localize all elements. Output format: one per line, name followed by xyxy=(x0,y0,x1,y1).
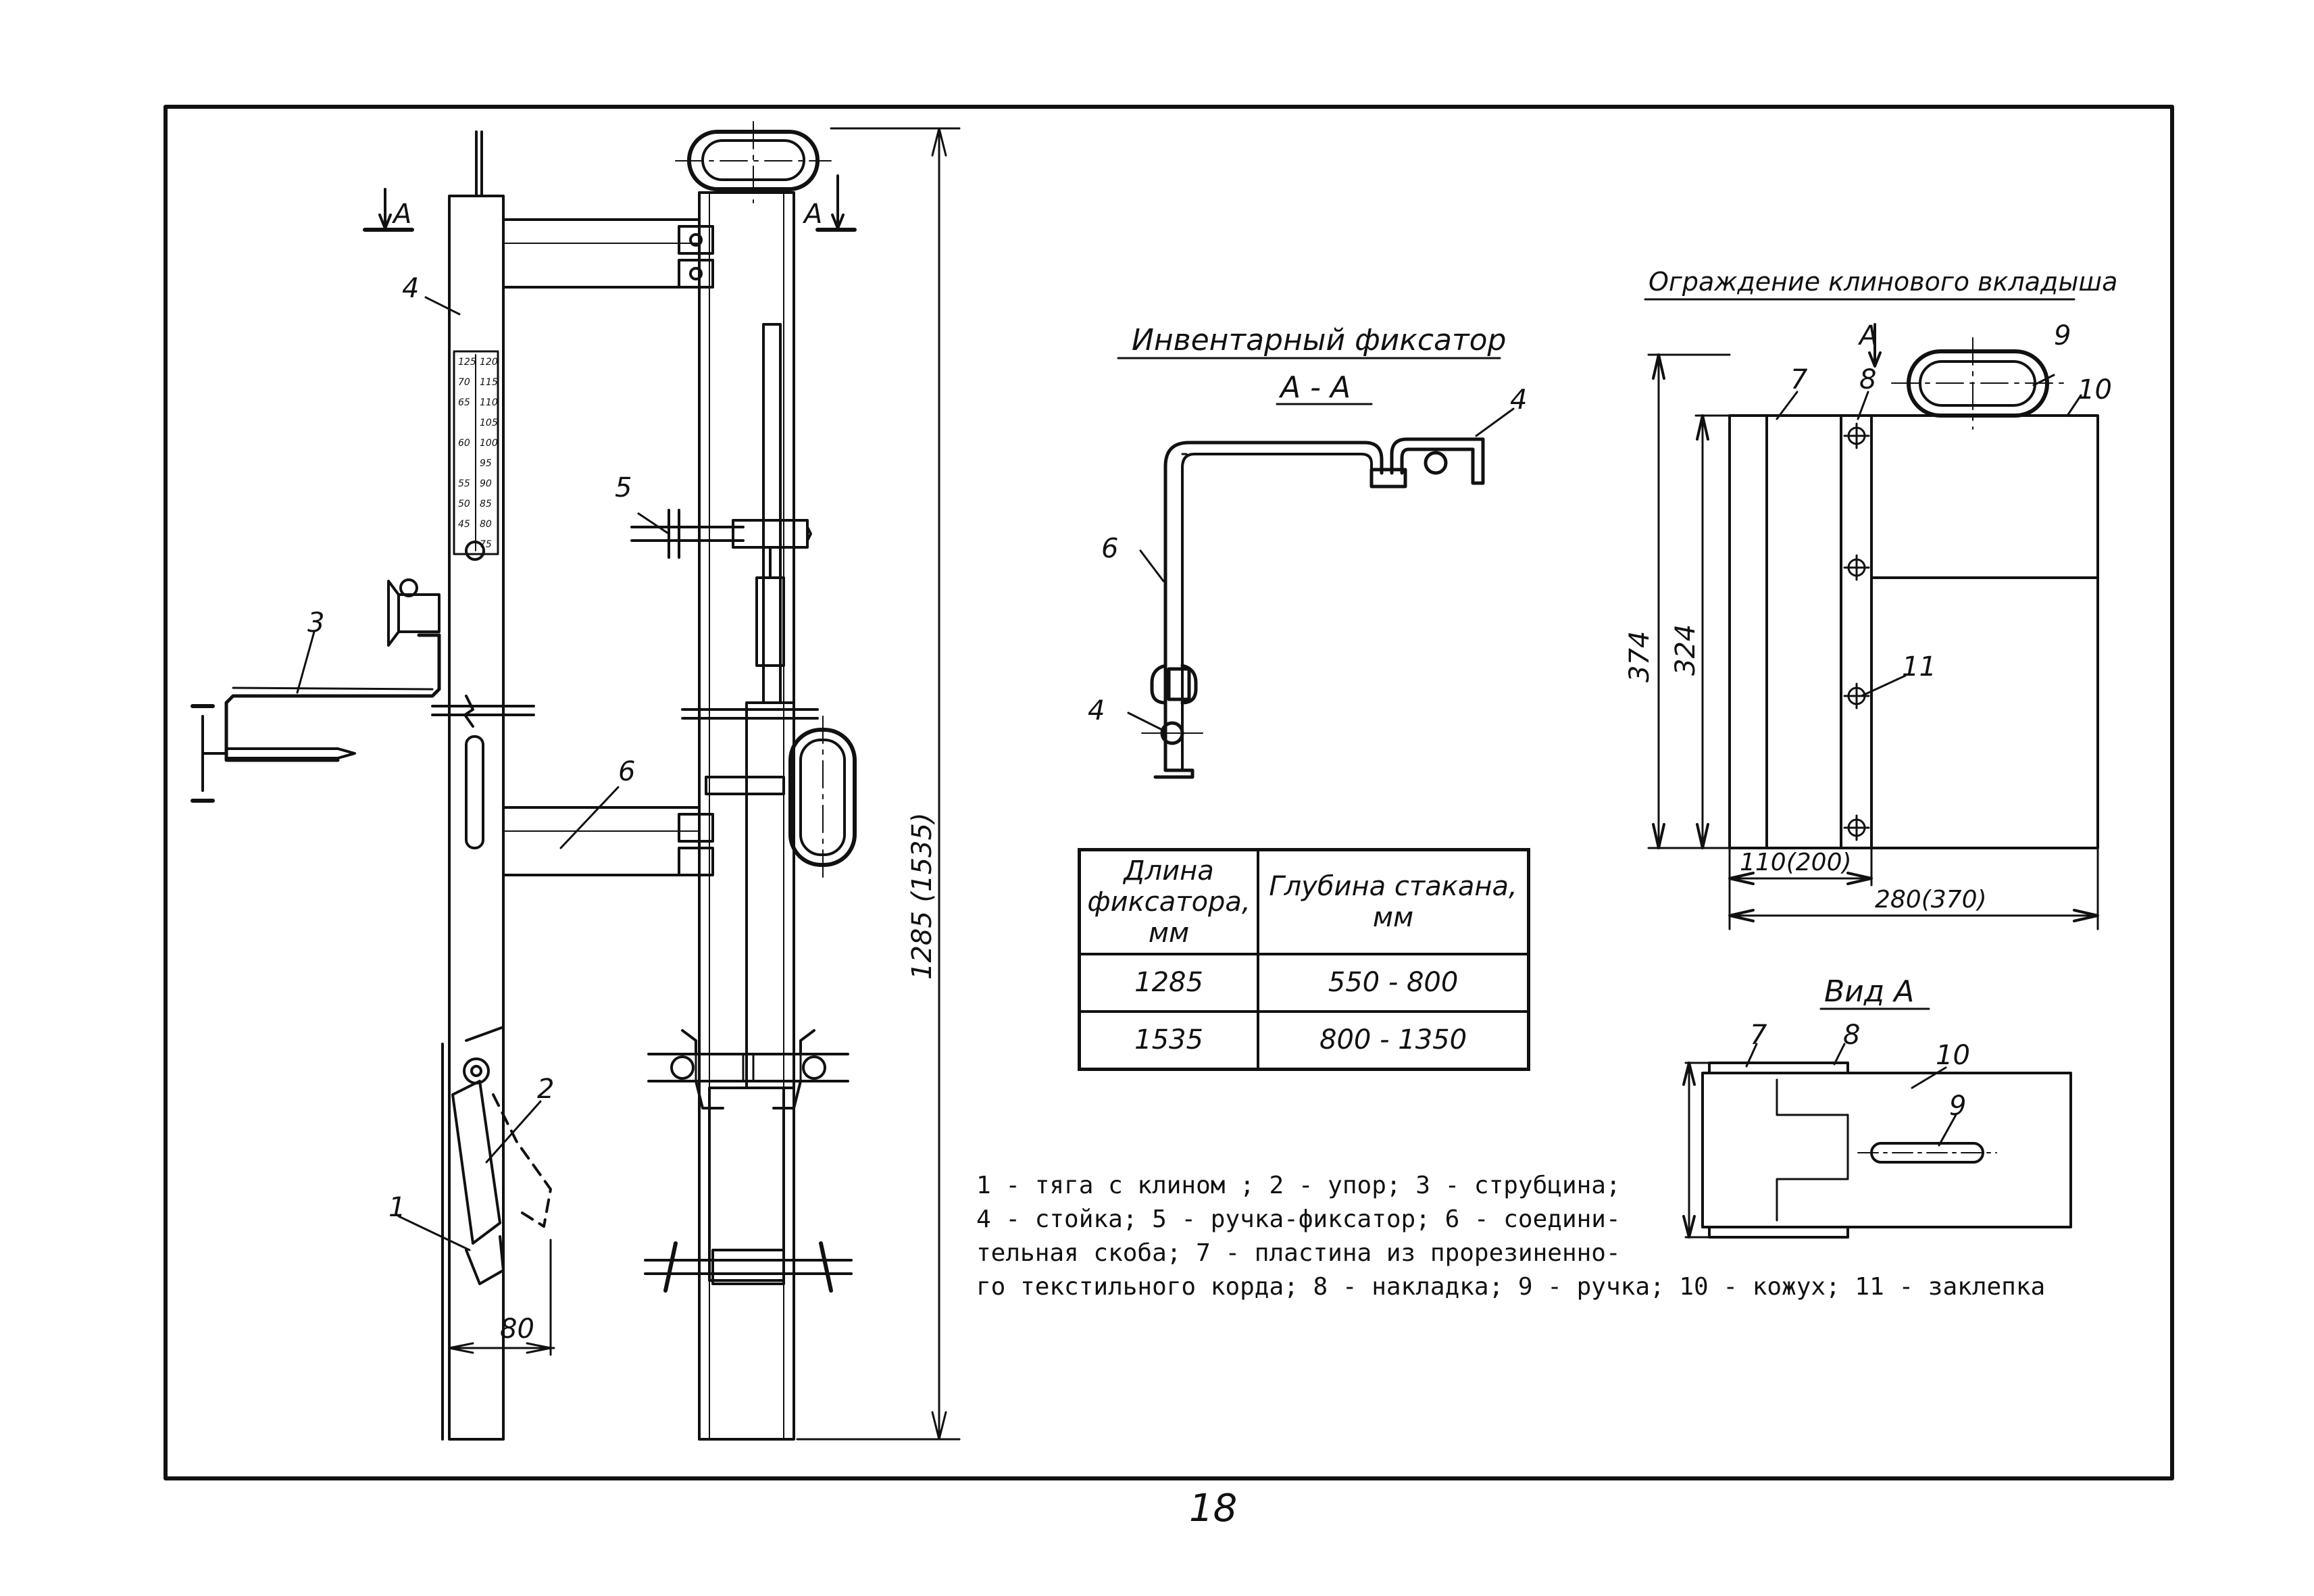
callout-10-view: 10 xyxy=(1936,1040,1970,1071)
dim-height: 1285 (1535) xyxy=(907,812,938,980)
dim-guard-w-total: 280(370) xyxy=(1875,886,1987,914)
callout-5: 5 xyxy=(615,472,632,503)
callout-4: 4 xyxy=(402,273,419,304)
title-section-aa: А - А xyxy=(1278,370,1351,405)
page-number: 18 xyxy=(1189,1487,1238,1530)
offset-dimension xyxy=(448,1239,555,1356)
section-aa-profile xyxy=(1117,357,1515,779)
parts-legend: 1 - тяга с клином ; 2 - упор; 3 - струбц… xyxy=(976,1169,2165,1304)
callout-11-guard: 11 xyxy=(1902,651,1936,682)
post-side-view xyxy=(191,130,552,1441)
legend-line: 4 - стойка; 5 - ручка-фиксатор; 6 - соед… xyxy=(976,1205,1621,1233)
title-inventory-fixator: Инвентарный фиксатор xyxy=(1132,323,1507,357)
drawing-frame xyxy=(164,105,2174,1480)
callout-3: 3 xyxy=(307,607,324,639)
scale-mark: 45 xyxy=(458,519,470,530)
callout-4-aa-bottom: 4 xyxy=(1088,695,1105,726)
callout-9-guard: 9 xyxy=(2054,320,2071,351)
table-row: 1285 550 - 800 xyxy=(1078,953,1530,1013)
callout-1: 1 xyxy=(388,1192,405,1223)
section-mark-guard: А xyxy=(1857,320,1878,351)
height-dimension xyxy=(796,127,961,1441)
section-mark-left: А xyxy=(391,199,411,230)
table-cell: 550 - 800 xyxy=(1257,953,1530,1013)
callout-6: 6 xyxy=(618,756,635,787)
callout-leaders xyxy=(296,296,670,1251)
dim-guard-h-inner: 324 xyxy=(1670,624,1701,676)
scale-mark: 115 xyxy=(480,377,498,388)
post-front-view xyxy=(630,121,857,1441)
scale-mark: 110 xyxy=(480,397,498,408)
view-a-drawing xyxy=(1682,1007,2072,1239)
callout-7-view: 7 xyxy=(1750,1020,1767,1051)
header-line: мм xyxy=(1148,918,1190,949)
scale-mark: 105 xyxy=(480,418,498,428)
legend-line: тельная скоба; 7 - пластина из прорезине… xyxy=(976,1239,1621,1267)
scale-mark: 95 xyxy=(480,458,492,469)
section-mark-right: А xyxy=(802,199,822,230)
table-cell: 800 - 1350 xyxy=(1257,1009,1530,1071)
header-line: Глубина стакана, xyxy=(1269,871,1517,902)
callout-8-guard: 8 xyxy=(1859,364,1876,395)
fixator-spec-table: Длина фиксатора, мм Глубина стакана, мм … xyxy=(1078,848,1530,1071)
callout-7-guard: 7 xyxy=(1790,364,1808,395)
callout-2: 2 xyxy=(537,1074,554,1105)
table-row: 1535 800 - 1350 xyxy=(1078,1009,1530,1071)
header-line: фиксатора, xyxy=(1087,887,1251,918)
title-guard: Ограждение клинового вкладыша xyxy=(1649,267,2117,297)
guard-drawing xyxy=(1644,298,2099,930)
title-view-a: Вид А xyxy=(1824,974,1914,1009)
callout-4-aa-top: 4 xyxy=(1510,384,1527,416)
scale-mark: 100 xyxy=(480,438,498,449)
scale-mark: 85 xyxy=(480,499,492,509)
callout-8-view: 8 xyxy=(1843,1020,1860,1051)
table-header-row: Длина фиксатора, мм Глубина стакана, мм xyxy=(1078,848,1530,955)
scale-mark: 125 xyxy=(458,357,476,368)
legend-line: го текстильного корда; 8 - накладка; 9 -… xyxy=(976,1273,2046,1301)
dim-guard-w-inner: 110(200) xyxy=(1740,849,1852,876)
scale-mark: 60 xyxy=(458,438,470,449)
scale-mark: 75 xyxy=(480,539,492,550)
post-scale-marks: 125 120 115 110 105 100 95 90 85 80 75 7… xyxy=(458,357,498,550)
table-cell: 1285 xyxy=(1078,953,1260,1013)
legend-line: 1 - тяга с клином ; 2 - упор; 3 - струбц… xyxy=(976,1172,1621,1199)
table-header-length: Длина фиксатора, мм xyxy=(1078,848,1260,955)
scale-mark: 120 xyxy=(480,357,498,368)
dim-guard-h-total: 374 xyxy=(1624,631,1655,682)
callout-9-view: 9 xyxy=(1949,1091,1966,1122)
callout-6-aa: 6 xyxy=(1101,533,1118,564)
scale-mark: 70 xyxy=(458,377,470,388)
table-cell: 1535 xyxy=(1078,1009,1260,1071)
dim-offset-80: 80 xyxy=(500,1314,534,1345)
header-line: Длина xyxy=(1124,855,1214,887)
scale-mark: 80 xyxy=(480,519,492,530)
scale-mark: 55 xyxy=(458,478,470,489)
scale-mark: 50 xyxy=(458,499,470,509)
table-header-depth: Глубина стакана, мм xyxy=(1257,848,1530,955)
section-marks xyxy=(363,174,857,232)
header-line: мм xyxy=(1372,902,1414,933)
scale-mark: 65 xyxy=(458,397,470,408)
callout-10-guard: 10 xyxy=(2078,374,2112,405)
scale-mark: 90 xyxy=(480,478,492,489)
